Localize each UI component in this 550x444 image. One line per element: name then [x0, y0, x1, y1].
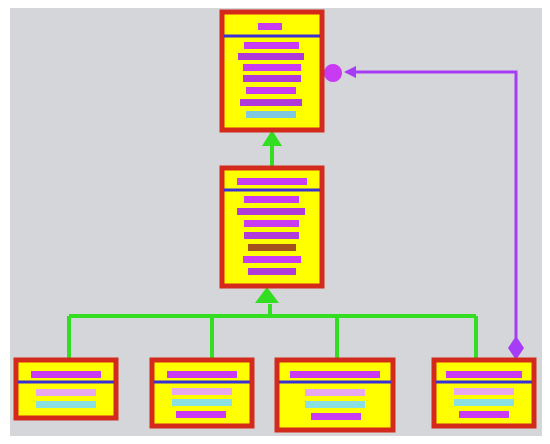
member-bar — [36, 389, 96, 396]
class-box-leaf-3[interactable] — [274, 357, 396, 433]
member-bar — [246, 111, 296, 118]
member-bar — [172, 388, 232, 395]
member-bar — [36, 401, 96, 408]
member-bar — [244, 220, 299, 227]
member-bar — [459, 411, 509, 418]
member-bar — [311, 413, 361, 420]
diamond-icon — [508, 336, 524, 360]
inheritance-triangle-icon — [262, 130, 282, 146]
member-bar — [244, 196, 299, 203]
member-bar — [248, 268, 296, 275]
class-name-bar — [446, 371, 522, 378]
member-bar — [238, 53, 304, 60]
member-bar — [454, 388, 514, 395]
inheritance-triangle-icon — [255, 287, 279, 303]
member-bar — [248, 244, 296, 251]
member-bar — [243, 256, 301, 263]
class-name-bar — [290, 371, 380, 378]
member-bar — [172, 399, 232, 406]
class-box-top[interactable] — [219, 9, 325, 133]
class-box-leaf-1[interactable] — [13, 357, 119, 421]
class-box-leaf-4[interactable] — [431, 357, 537, 429]
member-bar — [243, 75, 301, 82]
inheritance-connector-middle — [262, 130, 282, 168]
class-box-leaf-2[interactable] — [149, 357, 255, 429]
member-bar — [454, 399, 514, 406]
member-bar — [237, 208, 305, 215]
aggregation-connector — [324, 64, 524, 360]
inheritance-connector-leaves — [67, 287, 478, 360]
class-box-middle[interactable] — [219, 165, 325, 289]
class-name-bar — [237, 178, 307, 185]
circle-marker-icon — [324, 64, 342, 82]
member-bar — [244, 42, 299, 49]
member-bar — [240, 99, 302, 106]
member-bar — [243, 64, 301, 71]
member-bar — [305, 389, 365, 396]
class-name-bar — [31, 371, 101, 378]
class-name-bar — [258, 23, 282, 30]
arrowhead-icon — [344, 66, 356, 78]
member-bar — [176, 411, 226, 418]
member-bar — [246, 87, 296, 94]
member-bar — [244, 232, 299, 239]
class-name-bar — [167, 371, 237, 378]
member-bar — [305, 401, 365, 408]
